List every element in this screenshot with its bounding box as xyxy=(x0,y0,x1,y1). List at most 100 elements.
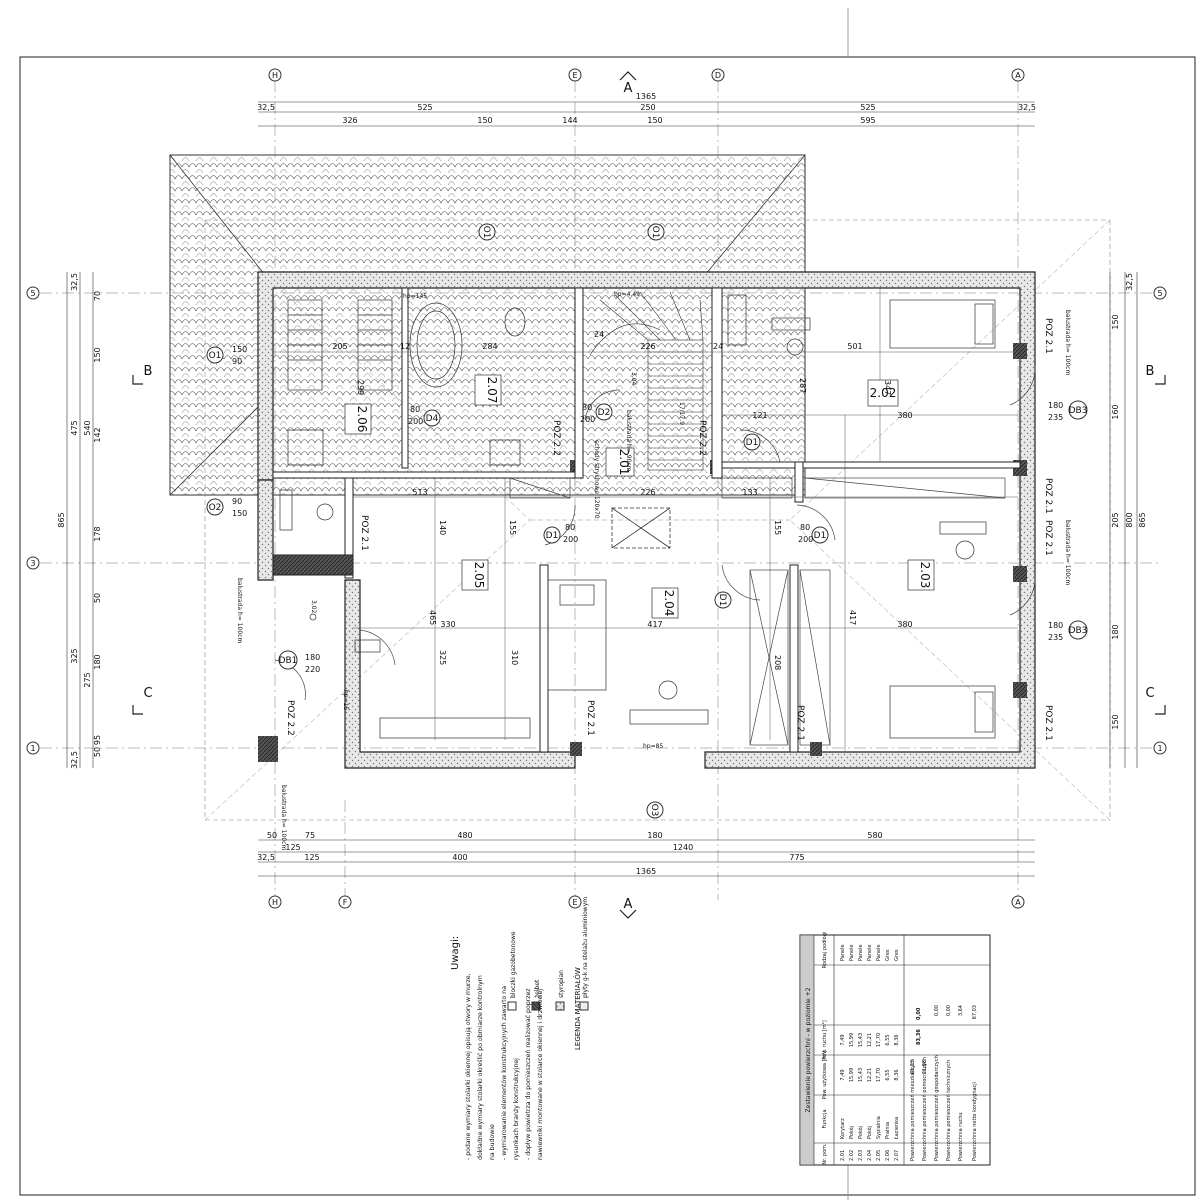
door-tag-d1-205: D1 xyxy=(543,526,561,544)
top-dimensions xyxy=(258,101,1035,127)
table-summary-row: Powierzchnia pomieszczeń pomocniczych21,… xyxy=(921,1057,928,1161)
svg-text:Powierzchnia pomieszczeń miesz: Powierzchnia pomieszczeń mieszkalnych xyxy=(909,1059,916,1161)
svg-text:5: 5 xyxy=(1157,289,1162,298)
axis-bubble-f-bottom: F xyxy=(338,895,352,909)
opening-height: 220 xyxy=(305,665,320,674)
svg-text:Panele: Panele xyxy=(867,944,873,961)
svg-text:Powierzchnia ruchu: Powierzchnia ruchu xyxy=(958,1112,964,1161)
inner-dim: 513 xyxy=(412,488,427,497)
staircase xyxy=(589,291,704,471)
section-marker-c-left: C xyxy=(132,686,153,715)
dim-left: 325 xyxy=(70,648,79,663)
svg-text:7,49: 7,49 xyxy=(840,1069,846,1080)
dim-left-total: 865 xyxy=(57,512,66,527)
dim-bottom: 32,5 xyxy=(257,853,275,862)
window-tag-o3: O3 xyxy=(646,801,664,819)
svg-text:2.06: 2.06 xyxy=(885,1150,891,1161)
svg-text:O1: O1 xyxy=(650,226,660,239)
svg-text:Pralnia: Pralnia xyxy=(885,1122,891,1139)
dim-right: 150 xyxy=(1111,714,1120,729)
inner-dim: 501 xyxy=(847,342,862,351)
svg-text:2.02: 2.02 xyxy=(870,386,897,400)
section-marker-b-left: B xyxy=(132,364,152,385)
door-tag-d1-202: D1 xyxy=(743,433,761,451)
svg-text:O1: O1 xyxy=(209,351,222,361)
opening-width: 150 xyxy=(232,345,247,354)
right-dimensions xyxy=(1109,272,1138,768)
svg-text:Gres: Gres xyxy=(885,949,891,961)
svg-text:Panele: Panele xyxy=(876,944,882,961)
window-sill-height: hp=4.49 xyxy=(614,291,640,298)
svg-text:61,33: 61,33 xyxy=(910,1060,916,1074)
inner-dim: 133 xyxy=(742,488,757,497)
svg-text:5: 5 xyxy=(30,289,35,298)
notes-line: nawiewniki montowane w stolarce okiennej… xyxy=(537,989,544,1160)
inner-dim: 417 xyxy=(848,610,857,625)
opening-height: 150 xyxy=(232,509,247,518)
svg-text:2.07: 2.07 xyxy=(485,377,499,404)
notes-line: - wymiarowanie elementów konstrukcyjnych… xyxy=(500,986,508,1160)
svg-text:Pokój: Pokój xyxy=(857,1126,864,1139)
legend-item: styropian xyxy=(558,970,565,998)
axis-bubble-a-top: A xyxy=(1011,68,1025,82)
dim-top: 595 xyxy=(860,116,875,125)
svg-text:D2: D2 xyxy=(598,408,611,418)
balustrade-label: balustrada h= 100cm xyxy=(280,785,287,850)
svg-text:A: A xyxy=(624,897,633,912)
opening-width: 180 xyxy=(1048,621,1063,630)
window-sill-height: hp=85 xyxy=(643,743,663,750)
svg-text:Panele: Panele xyxy=(858,944,864,961)
materials-legend: LEGENDA MATERIAŁÓW bloczki gazobetonowe … xyxy=(507,897,589,1050)
dim-bottom: 180 xyxy=(647,831,662,840)
inner-dim: 205 xyxy=(332,342,347,351)
section-marker-b-right: B xyxy=(1146,364,1166,385)
furniture xyxy=(279,294,996,739)
svg-text:2.03: 2.03 xyxy=(858,1150,864,1161)
window-tag-o1-stairs: O1 xyxy=(647,223,665,241)
svg-text:Powierzchnia pomieszczeń techn: Powierzchnia pomieszczeń technicznych xyxy=(945,1060,952,1161)
svg-text:15,43: 15,43 xyxy=(858,1068,864,1082)
balustrade-label: balustrada h= 100cm xyxy=(1064,310,1071,375)
svg-text:2.06: 2.06 xyxy=(355,406,369,433)
svg-text:2.01: 2.01 xyxy=(617,449,631,476)
svg-text:2.02: 2.02 xyxy=(849,1150,855,1161)
opening-height: 235 xyxy=(1048,633,1063,642)
dim-left: 275 xyxy=(83,672,92,687)
bottom-dimensions xyxy=(258,839,1035,877)
opening-height: 200 xyxy=(408,417,423,426)
poz-tag: POZ 2.2 xyxy=(551,420,561,456)
dim-left: 180 xyxy=(93,654,102,669)
inner-dim: 299 xyxy=(356,380,365,395)
roof-outline xyxy=(169,154,1111,821)
svg-text:2.03: 2.03 xyxy=(918,562,932,589)
opening-width: 80 xyxy=(565,523,575,532)
svg-text:Panele: Panele xyxy=(849,944,855,961)
svg-text:2.05: 2.05 xyxy=(472,562,486,589)
dim-top: 150 xyxy=(647,116,662,125)
svg-text:H: H xyxy=(272,71,278,80)
dim-left: 540 xyxy=(83,420,92,435)
table-header: Funkcja xyxy=(822,1109,828,1128)
svg-text:3,64: 3,64 xyxy=(958,1005,964,1016)
inner-dim: 325 xyxy=(438,650,447,665)
inner-dim: 12 xyxy=(400,342,410,351)
dim-left: 142 xyxy=(93,427,102,442)
legend-item: bloczki gazobetonowe xyxy=(510,931,517,998)
axis-bubble-a-bottom: A xyxy=(1011,895,1025,909)
axis-bubble-5-right: 5 xyxy=(1153,286,1167,300)
svg-text:Pokój: Pokój xyxy=(848,1126,855,1139)
area-schedule-table: Zestawienie powierzchni - w poziomie +2 … xyxy=(799,932,991,1166)
dim-left: 50 xyxy=(93,593,102,603)
svg-text:E: E xyxy=(572,71,577,80)
section-marker-a-bottom: A xyxy=(619,897,637,919)
opening-height: 90 xyxy=(232,357,242,366)
sheet-frame xyxy=(19,8,1196,1200)
opening-height: 235 xyxy=(1048,413,1063,422)
opening-height: 200 xyxy=(563,535,578,544)
level-mark: 3,04 xyxy=(630,372,637,386)
inner-dim: 287 xyxy=(798,378,807,393)
room-2-06: 2.06 xyxy=(344,403,372,435)
